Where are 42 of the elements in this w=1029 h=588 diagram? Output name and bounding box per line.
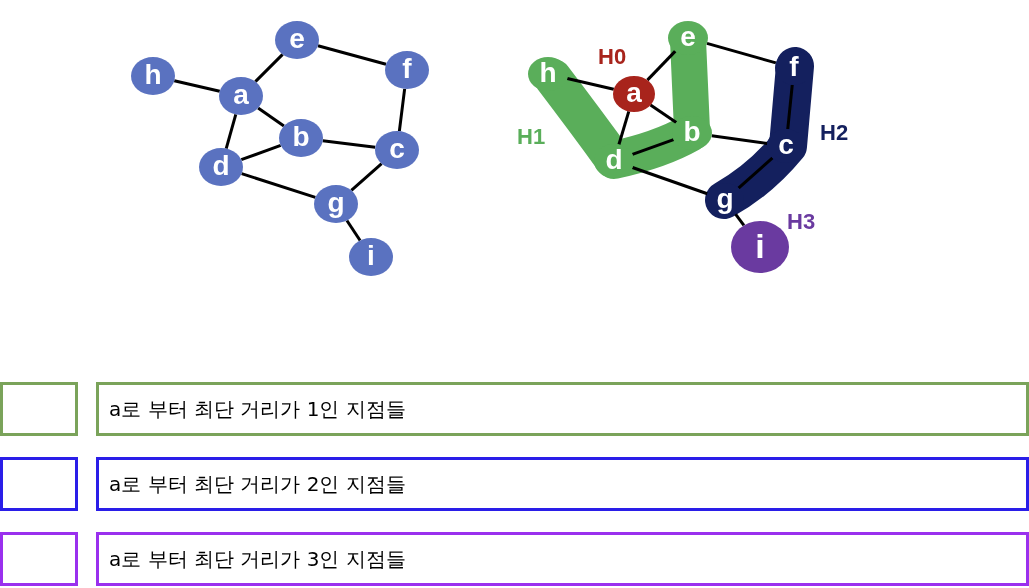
group-label: H0	[598, 46, 627, 68]
graph-node-circle: d	[199, 148, 243, 186]
legend-text: a로 부터 최단 거리가 3인 지점들	[96, 532, 1029, 586]
graph-edge	[224, 114, 238, 149]
graph-edge	[737, 156, 774, 190]
graph-node-circle: h	[131, 57, 175, 95]
graph-edge	[254, 53, 284, 83]
graph-node-circle: g	[314, 185, 358, 223]
graph-node-circle: a	[613, 76, 655, 112]
group-label: H2	[820, 122, 849, 144]
graph-node-circle: a	[219, 77, 263, 115]
graph-node-circle: i	[731, 221, 789, 273]
graph-node-circle: i	[349, 238, 393, 276]
graph-edge	[566, 77, 615, 91]
graph-edge	[241, 172, 316, 199]
legend-text: a로 부터 최단 거리가 1인 지점들	[96, 382, 1029, 436]
graph-edge	[706, 41, 777, 65]
group-label: H1	[517, 126, 546, 148]
graph-edge	[617, 111, 631, 145]
graph-node-circle: f	[385, 51, 429, 89]
graph-edge	[240, 143, 282, 162]
graph-node-circle: e	[668, 21, 708, 55]
graph-edge	[257, 106, 285, 128]
group-label: H3	[787, 211, 816, 233]
graph-node-circle: h	[528, 57, 568, 91]
graph-node-circle: e	[275, 21, 319, 59]
graph-edge	[786, 84, 794, 130]
graph-edge	[631, 166, 708, 196]
graph-node-circle: b	[279, 119, 323, 157]
graph-node-circle: c	[375, 131, 419, 169]
graph-edge	[322, 139, 376, 149]
legend-text: a로 부터 최단 거리가 2인 지점들	[96, 457, 1029, 511]
graph-edge	[397, 88, 407, 132]
graph-edge	[631, 138, 675, 156]
graph-edge	[350, 162, 383, 192]
graph-edge	[734, 213, 746, 227]
graph-edge	[345, 219, 362, 242]
graph-edge	[317, 44, 387, 66]
graph-edge	[649, 103, 678, 124]
graph-edge	[711, 134, 768, 145]
graph-edge	[646, 50, 677, 82]
graph-edge	[173, 79, 221, 93]
